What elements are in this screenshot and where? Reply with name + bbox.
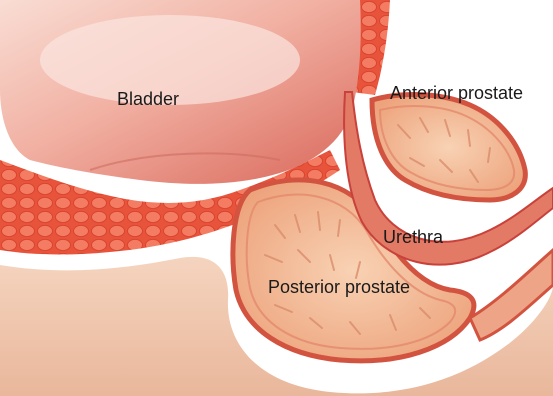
label-posterior-prostate: Posterior prostate — [268, 278, 410, 296]
label-urethra: Urethra — [383, 228, 443, 246]
posterior-prostate-lobe — [233, 180, 474, 361]
label-bladder: Bladder — [117, 90, 179, 108]
label-anterior-prostate: Anterior prostate — [390, 84, 523, 102]
